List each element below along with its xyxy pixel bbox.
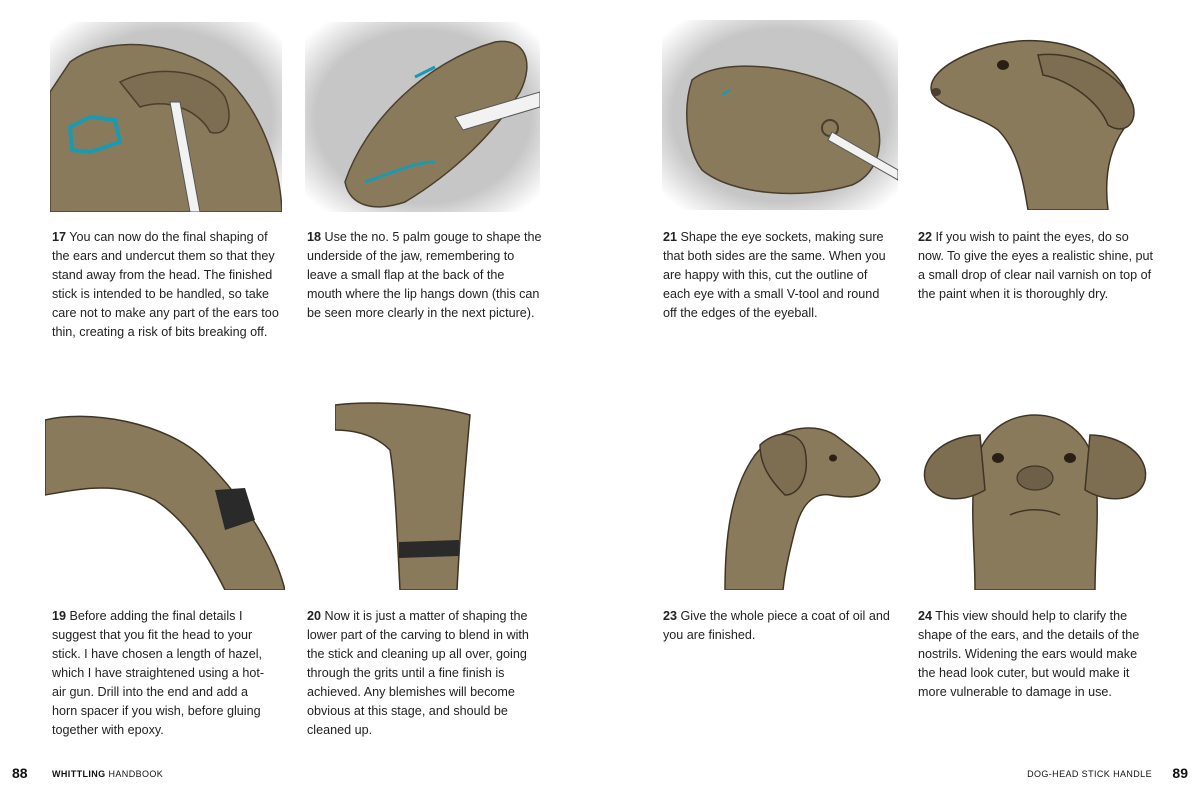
illustration-step-19 — [45, 400, 285, 590]
step-number: 22 — [918, 230, 933, 244]
step-text: Give the whole piece a coat of oil and y… — [663, 609, 890, 642]
caption-step-22: 22 If you wish to paint the eyes, do so … — [918, 228, 1153, 304]
caption-step-20: 20 Now it is just a matter of shaping th… — [307, 607, 542, 740]
illustration-step-18 — [305, 22, 540, 212]
step-text: Shape the eye sockets, making sure that … — [663, 230, 886, 320]
step-text: Now it is just a matter of shaping the l… — [307, 609, 529, 737]
caption-step-19: 19 Before adding the final details I sug… — [52, 607, 267, 740]
illustration-step-22 — [918, 20, 1146, 210]
step-number: 19 — [52, 609, 67, 623]
right-running-head: DOG-HEAD STICK HANDLE — [1027, 769, 1152, 779]
illustration-step-23 — [715, 400, 885, 590]
caption-step-21: 21 Shape the eye sockets, making sure th… — [663, 228, 895, 323]
step-number: 20 — [307, 609, 322, 623]
step-text: If you wish to paint the eyes, do so now… — [918, 230, 1153, 301]
illustration-step-24 — [920, 400, 1150, 590]
caption-step-24: 24 This view should help to clarify the … — [918, 607, 1146, 702]
step-number: 21 — [663, 230, 678, 244]
illustration-step-17 — [50, 22, 282, 212]
right-page-number: 89 — [1172, 765, 1188, 781]
caption-step-18: 18 Use the no. 5 palm gouge to shape the… — [307, 228, 542, 323]
running-head-rest: HANDBOOK — [108, 769, 164, 779]
step-text: Use the no. 5 palm gouge to shape the un… — [307, 230, 542, 320]
left-page-number: 88 — [12, 765, 28, 781]
left-running-head: WHITTLING HANDBOOK — [52, 769, 163, 779]
illustration-step-20 — [335, 400, 475, 590]
step-text: This view should help to clarify the sha… — [918, 609, 1140, 699]
step-number: 17 — [52, 230, 67, 244]
step-number: 18 — [307, 230, 322, 244]
step-number: 24 — [918, 609, 933, 623]
illustration-step-21 — [662, 20, 898, 210]
running-head-bold: WHITTLING — [52, 769, 106, 779]
step-text: Before adding the final details I sugges… — [52, 609, 265, 737]
step-number: 23 — [663, 609, 678, 623]
caption-step-23: 23 Give the whole piece a coat of oil an… — [663, 607, 895, 645]
caption-step-17: 17 You can now do the final shaping of t… — [52, 228, 284, 342]
step-text: You can now do the final shaping of the … — [52, 230, 279, 339]
